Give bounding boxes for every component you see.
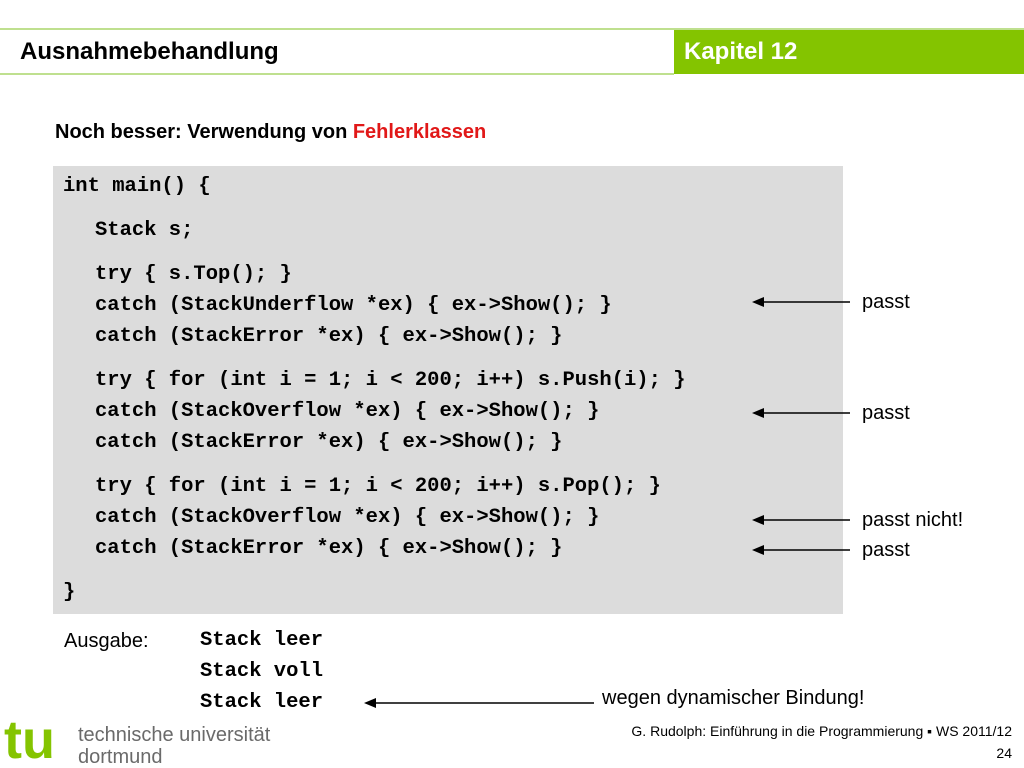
slide-title: Ausnahmebehandlung xyxy=(20,38,279,65)
code-line: catch (StackError *ex) { ex->Show(); } xyxy=(95,537,563,560)
page-number: 24 xyxy=(996,745,1012,761)
subtitle-highlight: Fehlerklassen xyxy=(352,121,487,143)
annotation-passt-nicht: passt nicht! xyxy=(862,509,964,531)
annotation-passt: passt xyxy=(862,402,910,424)
arrow-left-icon xyxy=(752,297,850,307)
arrow-left-icon xyxy=(752,545,850,555)
annotation-dynamic-binding: wegen dynamischer Bindung! xyxy=(602,687,865,709)
output-line: Stack leer xyxy=(200,691,324,714)
code-line: int main() { xyxy=(63,175,211,198)
header-bottom-rule xyxy=(0,73,674,75)
chapter-badge: Kapitel 12 xyxy=(674,30,1024,74)
slide-subtitle: Noch besser: Verwendung von Fehlerklasse… xyxy=(55,119,486,145)
annotation-passt: passt xyxy=(862,291,910,313)
code-line: catch (StackOverflow *ex) { ex->Show(); … xyxy=(95,400,600,423)
code-line: try { for (int i = 1; i < 200; i++) s.Pu… xyxy=(95,369,686,392)
annotation-passt: passt xyxy=(862,539,910,561)
code-block xyxy=(53,166,843,614)
code-line: Stack s; xyxy=(95,219,194,242)
subtitle-text: Noch besser: Verwendung von xyxy=(55,121,353,143)
arrow-left-icon xyxy=(752,515,850,525)
arrow-left-icon xyxy=(364,698,594,708)
output-line: Stack voll xyxy=(200,660,324,683)
tu-logo-icon: tu xyxy=(4,714,55,766)
code-line: try { s.Top(); } xyxy=(95,263,292,286)
code-line: catch (StackError *ex) { ex->Show(); } xyxy=(95,431,563,454)
code-line: catch (StackUnderflow *ex) { ex->Show();… xyxy=(95,294,612,317)
header-top-rule xyxy=(0,28,1024,30)
logo-city-name: dortmund xyxy=(78,746,163,768)
logo-university-name: technische universität xyxy=(78,724,271,746)
code-line: catch (StackError *ex) { ex->Show(); } xyxy=(95,325,563,348)
arrow-left-icon xyxy=(752,408,850,418)
code-line: catch (StackOverflow *ex) { ex->Show(); … xyxy=(95,506,600,529)
code-line: } xyxy=(63,581,76,604)
output-line: Stack leer xyxy=(200,629,324,652)
output-label: Ausgabe: xyxy=(64,630,149,652)
footer-credit: G. Rudolph: Einführung in die Programmie… xyxy=(631,723,1012,739)
code-line: try { for (int i = 1; i < 200; i++) s.Po… xyxy=(95,475,661,498)
svg-text:tu: tu xyxy=(4,714,55,766)
